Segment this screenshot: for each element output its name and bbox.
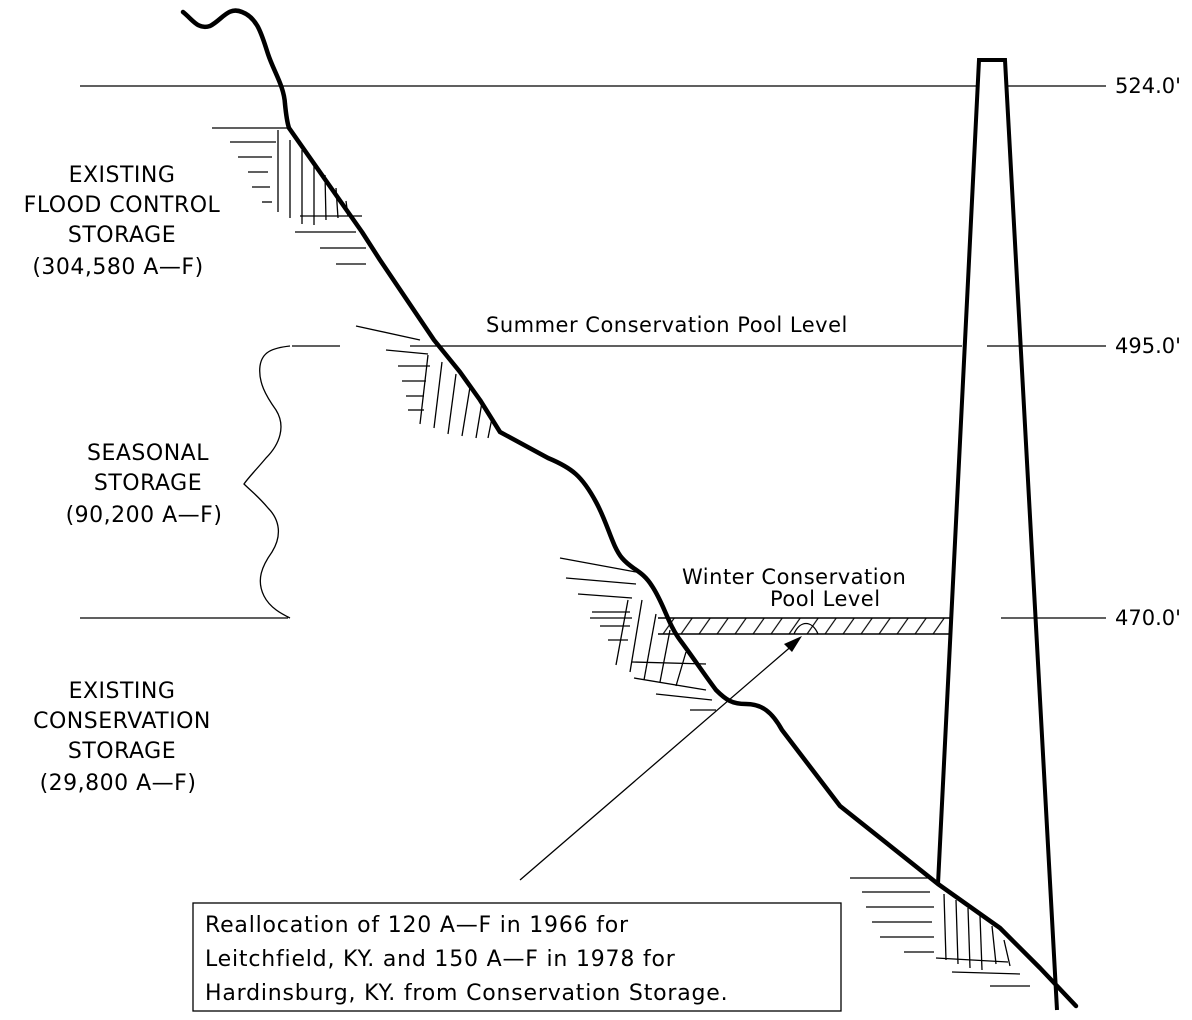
winter-pool-label-line1: Winter Conservation — [682, 565, 906, 589]
conservation-label-line3: STORAGE — [68, 739, 176, 764]
seasonal-label-line1: SEASONAL — [87, 441, 209, 466]
seasonal-storage-brace — [243, 345, 291, 619]
elevation-label-524: 524.0' — [1115, 74, 1181, 98]
conservation-label-line2: CONSERVATION — [33, 709, 211, 734]
callout-text-line2: Leitchfield, KY. and 150 A—F in 1978 for — [205, 947, 676, 972]
elevation-label-495: 495.0' — [1115, 334, 1181, 358]
conservation-label-line4: (29,800 A—F) — [40, 771, 197, 796]
conservation-label-line1: EXISTING — [69, 679, 176, 704]
flood-control-label-line4: (304,580 A—F) — [32, 255, 203, 280]
elevation-label-470: 470.0' — [1115, 606, 1181, 630]
flood-control-label-line2: FLOOD CONTROL — [24, 193, 221, 218]
seasonal-label-line2: STORAGE — [94, 471, 202, 496]
winter-pool-band — [658, 617, 951, 635]
summer-pool-label: Summer Conservation Pool Level — [486, 313, 848, 337]
winter-pool-label-line2: Pool Level — [770, 587, 881, 611]
flood-control-label-line1: EXISTING — [69, 163, 176, 188]
callout-text-line1: Reallocation of 120 A—F in 1966 for — [205, 913, 629, 938]
callout-box — [192, 902, 842, 1012]
ground-profile — [180, 8, 1079, 1009]
seasonal-label-line3: (90,200 A—F) — [66, 503, 223, 528]
flood-control-label-line3: STORAGE — [68, 223, 176, 248]
callout-leader-arrow — [519, 622, 819, 881]
bank-hatching — [212, 127, 1030, 987]
callout-text-line3: Hardinsburg, KY. from Conservation Stora… — [205, 981, 728, 1006]
dam-tower — [936, 58, 1059, 1011]
